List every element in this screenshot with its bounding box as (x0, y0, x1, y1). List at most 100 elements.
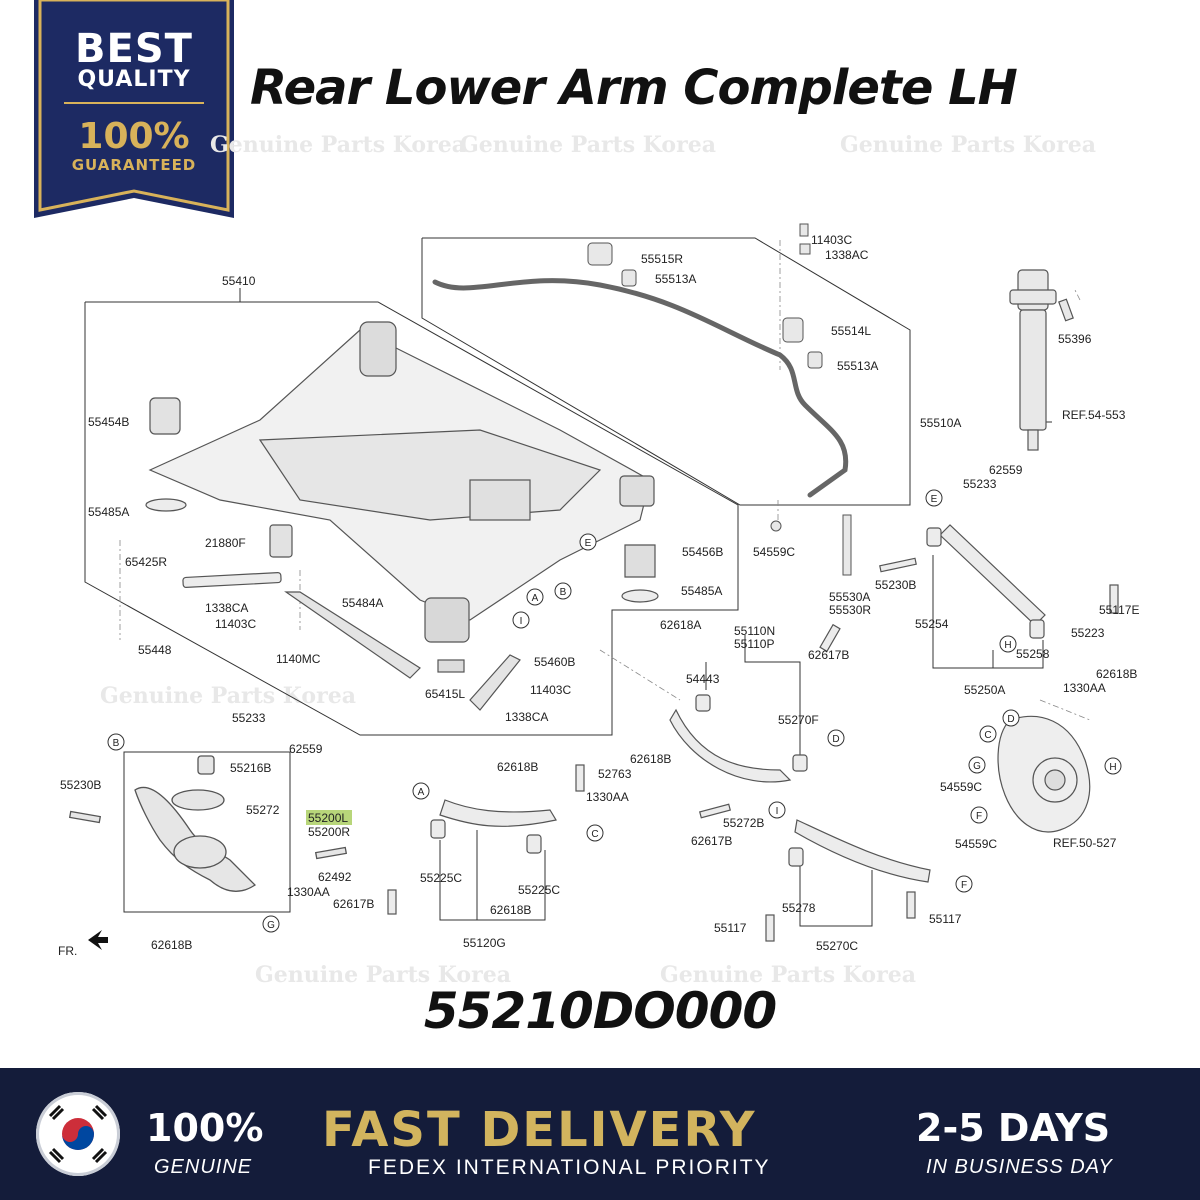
part-label: 55216B (230, 761, 271, 775)
part-label: REF.50-527 (1053, 836, 1117, 850)
part-label: 54443 (686, 672, 720, 686)
korea-flag-icon (36, 1092, 120, 1176)
part-label: 55258 (1016, 647, 1050, 661)
part-label: 55270C (816, 939, 858, 953)
part-label: 55485A (88, 505, 129, 519)
part-label: REF.54-553 (1062, 408, 1126, 422)
part-label: 11403C (530, 683, 571, 697)
callout-letter: A (532, 593, 539, 604)
part-label: 55233 (232, 711, 266, 725)
part-label: 55460B (534, 655, 575, 669)
callout-letter: D (832, 734, 839, 745)
part-label: 55225C (518, 883, 560, 897)
watermark: Genuine Parts Korea (100, 683, 356, 709)
callout-letter: G (267, 920, 275, 931)
fast-delivery-heading: FAST DELIVERY (322, 1102, 757, 1158)
front-arrow-icon (88, 930, 108, 950)
callout-letter: B (560, 587, 567, 598)
part-label: 55396 (1058, 332, 1092, 346)
part-label: 62617B (808, 648, 849, 662)
part-label: 55514L (831, 324, 871, 338)
callout-circle (1002, 709, 1020, 727)
best-quality-badge: BEST QUALITY 100% GUARANTEED (34, 0, 234, 218)
callout-circle (412, 782, 430, 800)
callout-circle (999, 635, 1017, 653)
front-label: FR. (58, 944, 77, 958)
callout-circle (1104, 757, 1122, 775)
callout-circle (979, 725, 997, 743)
part-label: 55230B (60, 778, 101, 792)
part-label: 55250A (964, 683, 1005, 697)
callout-letter: A (418, 787, 425, 798)
part-label: 55515R (641, 252, 683, 266)
part-label: 21880F (205, 536, 246, 550)
part-label: 55110N (734, 624, 775, 638)
part-label: 55200R (308, 825, 350, 839)
stabilizer-group-frame (421, 237, 911, 506)
part-label: 55230B (875, 578, 916, 592)
badge-ribbon-shape (34, 0, 234, 218)
footer-banner: 100% GENUINE FAST DELIVERY FEDEX INTERNA… (0, 1068, 1200, 1200)
part-label: 1330AA (287, 885, 330, 899)
callout-circle (579, 533, 597, 551)
part-label: 1140MC (276, 652, 321, 666)
part-label: 62618A (660, 618, 701, 632)
part-label: 55117 (714, 921, 747, 935)
watermark: Genuine Parts Korea (840, 132, 1096, 158)
part-label: 62559 (289, 742, 323, 756)
watermark: Genuine Parts Korea (210, 132, 466, 158)
callout-circle (768, 801, 786, 819)
part-label: 55120G (463, 936, 506, 950)
watermark: Genuine Parts Korea (660, 962, 916, 988)
part-label: 11403C (811, 233, 852, 247)
part-label: 62618B (630, 752, 671, 766)
callout-letter: I (776, 806, 779, 817)
part-label: 1330AA (1063, 681, 1106, 695)
page-title: Rear Lower Arm Complete LH (250, 60, 1018, 116)
part-label: 55513A (837, 359, 878, 373)
lower-arm-group-frame (123, 751, 291, 913)
part-label: 62618B (1096, 667, 1137, 681)
callout-circle (107, 733, 125, 751)
callout-circle (526, 588, 544, 606)
part-label: 62492 (318, 870, 352, 884)
part-label: 62618B (497, 760, 538, 774)
carrier-label: FEDEX INTERNATIONAL PRIORITY (368, 1156, 771, 1179)
part-label: 55200L (308, 811, 348, 825)
part-label: 62618B (490, 903, 531, 917)
part-label: 52763 (598, 767, 632, 781)
part-label: 55448 (138, 643, 172, 657)
callout-circle (827, 729, 845, 747)
part-label: 55225C (420, 871, 462, 885)
callout-circle (262, 915, 280, 933)
part-label: 1338CA (205, 601, 248, 615)
callout-letter: D (1007, 714, 1014, 725)
badge-quality: QUALITY (77, 67, 191, 92)
part-label: 55272 (246, 803, 280, 817)
watermark: Genuine Parts Korea (460, 132, 716, 158)
part-label: 55456B (682, 545, 723, 559)
genuine-label: GENUINE (154, 1156, 253, 1178)
callout-letter: H (1004, 640, 1011, 651)
part-label: 55410 (222, 274, 256, 288)
callout-circle (512, 611, 530, 629)
part-label: 55530A (829, 590, 870, 604)
callout-letter: C (984, 730, 991, 741)
callout-circle (925, 489, 943, 507)
callout-letter: E (585, 538, 592, 549)
callout-letter: E (931, 494, 938, 505)
callout-letter: C (591, 829, 598, 840)
part-label: 1338CA (505, 710, 548, 724)
callout-letter: I (520, 616, 523, 627)
callout-letter: F (961, 880, 967, 891)
callout-letter: B (113, 738, 120, 749)
part-label: 55278 (782, 901, 816, 915)
part-label: 55117 (929, 912, 962, 926)
knuckle-drawing (997, 715, 1091, 833)
part-label: 65415L (425, 687, 465, 701)
part-label: 62559 (989, 463, 1023, 477)
callout-circle (554, 582, 572, 600)
badge-percent: 100% (78, 116, 190, 157)
part-label: 55484A (342, 596, 383, 610)
part-label: 55530R (829, 603, 871, 617)
